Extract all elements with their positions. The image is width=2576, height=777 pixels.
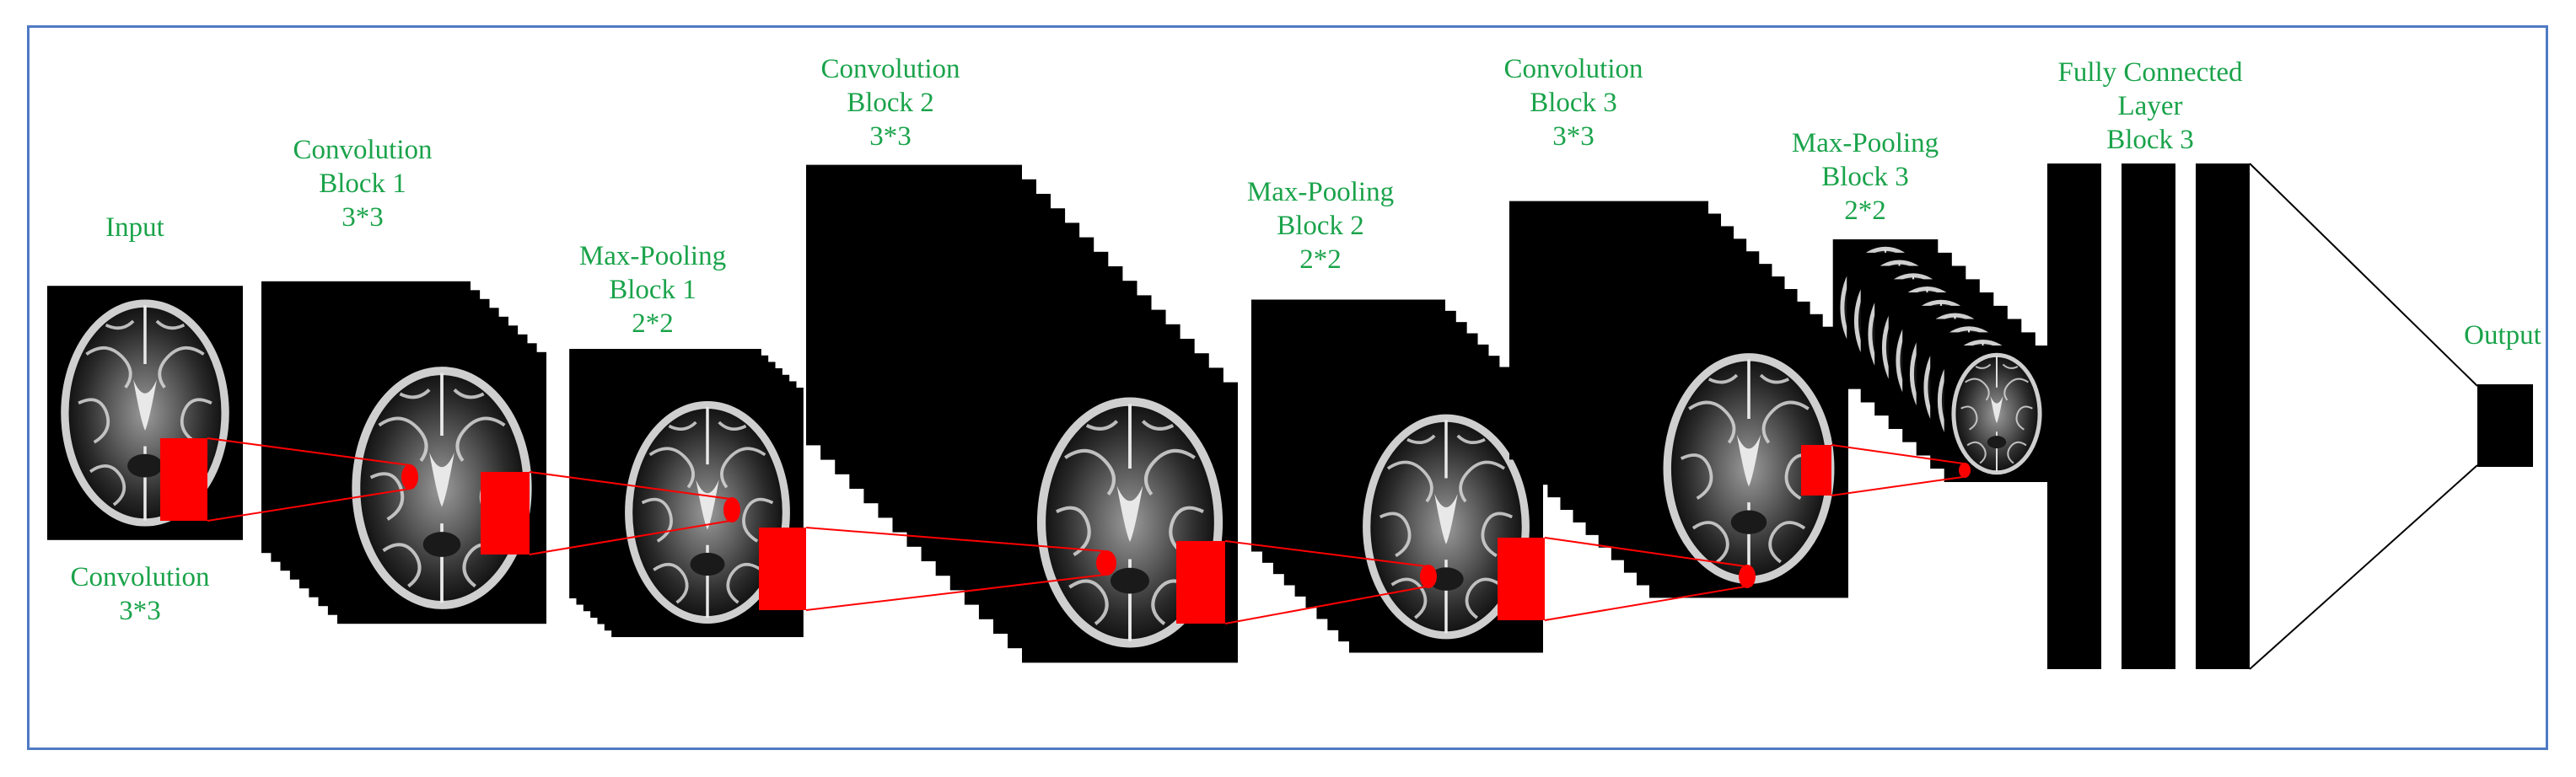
label-line: Block 2 — [1277, 211, 1364, 241]
label-line: 2*2 — [1299, 244, 1342, 275]
label-line: Max-Pooling — [1791, 128, 1939, 158]
label-line: Block 1 — [609, 275, 696, 305]
label-line: Output — [2464, 320, 2541, 351]
label-line: Convolution — [1503, 54, 1643, 84]
fc-layer-1 — [2047, 163, 2101, 669]
label-line: Block 3 — [1530, 88, 1617, 118]
label-line: 2*2 — [1844, 196, 1886, 226]
label-line: Block 3 — [1821, 162, 1909, 192]
fully-connected-layers — [2047, 163, 2250, 669]
fc-layer-2 — [2122, 163, 2175, 669]
output-node — [2477, 384, 2533, 467]
conv3-kernel-highlight — [1801, 445, 1831, 496]
label-pool2: Max-Pooling Block 2 2*2 — [1247, 175, 1394, 276]
label-line: 2*2 — [632, 308, 674, 339]
label-output: Output — [2464, 319, 2541, 352]
label-line: Convolution — [70, 562, 210, 592]
label-line: 3*3 — [869, 121, 912, 152]
label-input: Input — [105, 211, 164, 244]
label-line: Block 1 — [319, 169, 406, 199]
label-line: Layer — [2117, 91, 2183, 121]
label-conv1: Convolution Block 1 3*3 — [293, 133, 432, 234]
label-line: Input — [105, 212, 164, 243]
diagram-frame — [27, 25, 2548, 750]
conv2-kernel-highlight — [1176, 541, 1225, 624]
conv1-target-dot — [401, 464, 418, 490]
fc-layer-3 — [2196, 163, 2250, 669]
conv1-kernel-highlight — [481, 472, 530, 555]
pool1-target-dot — [723, 497, 740, 522]
label-conv3: Convolution Block 3 3*3 — [1503, 52, 1643, 153]
conv2-feature-stack — [806, 165, 1238, 663]
label-line: 3*3 — [341, 202, 384, 233]
conv3-feature-stack — [1509, 201, 1848, 598]
label-line: 3*3 — [119, 596, 161, 626]
output-connector-lines — [2249, 163, 2478, 670]
label-line: Block 3 — [2106, 125, 2194, 155]
label-line: Convolution — [293, 135, 433, 165]
label-line: Max-Pooling — [1246, 177, 1395, 207]
kernel-connector-lines — [207, 437, 1964, 624]
conv2-target-dot — [1096, 550, 1116, 576]
label-fc: Fully Connected Layer Block 3 — [2057, 56, 2242, 157]
pool1-kernel-highlight — [759, 528, 806, 610]
label-pool1: Max-Pooling Block 1 2*2 — [579, 239, 726, 340]
pool2-kernel-highlight — [1498, 538, 1545, 620]
conv1-feature-stack — [261, 281, 546, 624]
pool2-target-dot — [1420, 565, 1437, 588]
input-image — [47, 286, 243, 540]
label-line: Block 2 — [847, 88, 934, 118]
label-conv2: Convolution Block 2 3*3 — [820, 52, 960, 153]
conv3-target-dot — [1739, 565, 1756, 588]
pool3-target-dot — [1959, 463, 1971, 478]
pool3-feature-stack — [1831, 239, 2051, 482]
label-line: 3*3 — [1552, 121, 1595, 152]
label-pool3: Max-Pooling Block 3 2*2 — [1792, 126, 1939, 228]
feature-map-slice — [1943, 346, 2051, 482]
label-input-conv: Convolution 3*3 — [70, 560, 209, 628]
input-kernel-highlight — [160, 438, 207, 521]
label-line: Convolution — [820, 54, 960, 84]
label-line: Max-Pooling — [578, 241, 727, 271]
label-line: Fully Connected — [2057, 57, 2243, 88]
